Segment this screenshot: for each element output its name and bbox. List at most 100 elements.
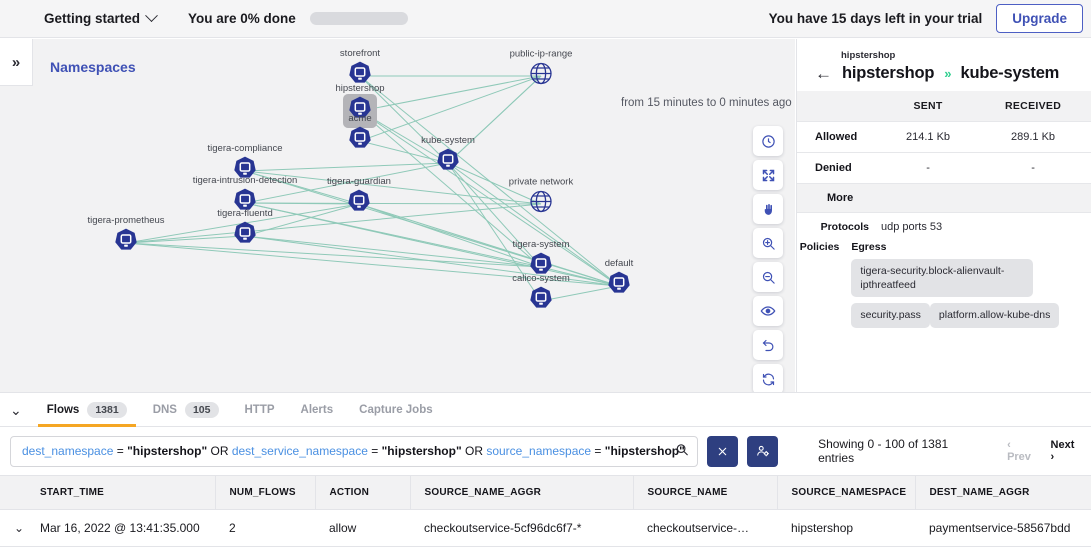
stats-col-sent: SENT — [881, 91, 976, 122]
protocols-label: Protocols — [820, 221, 869, 233]
flows-col-source_name_aggr[interactable]: SOURCE_NAME_AGGR — [410, 475, 634, 510]
query-token-op: OR — [207, 444, 232, 458]
onboarding-progress-bar — [309, 12, 408, 25]
policy-chip[interactable]: tigera-security.block-alienvault-ipthrea… — [851, 259, 1034, 298]
detail-header: hipstershop ← hipstershop » kube-system — [797, 39, 1091, 91]
query-token-op: = — [591, 444, 605, 458]
graph-node-label: public-ip-range — [509, 48, 573, 60]
graph-node-tigera-system[interactable]: tigera-system — [512, 239, 570, 282]
eye-icon[interactable] — [753, 296, 783, 326]
search-icon[interactable] — [675, 443, 689, 460]
more-section-header[interactable]: More — [797, 184, 1091, 213]
trial-status-text: You have 15 days left in your trial — [768, 11, 983, 26]
graph-node-tigera-prometheus[interactable]: tigera-prometheus — [87, 215, 165, 258]
sidebar-rail-background — [0, 86, 33, 392]
graph-node-label: storefront — [339, 48, 381, 59]
graph-title: Namespaces — [50, 59, 136, 75]
tab-alerts[interactable]: Alerts — [292, 393, 343, 427]
namespace-icon — [347, 189, 371, 218]
traffic-stats-table: SENT RECEIVED Allowed 214.1 Kb 289.1 Kb … — [797, 91, 1091, 184]
search-input[interactable]: dest_namespace = "hipstershop" OR dest_s… — [10, 435, 699, 467]
policies-row: Policies Egress tigera-security.block-al… — [797, 233, 1091, 334]
zoom-in-icon[interactable] — [753, 228, 783, 258]
getting-started-menu[interactable]: Getting started — [44, 9, 158, 26]
graph-node-label: hipstershop — [335, 83, 385, 94]
cell-num-flows: 2 — [215, 509, 315, 547]
graph-node-hipstershop[interactable]: hipstershop — [335, 83, 385, 128]
protocols-value: udp ports 53 — [881, 221, 943, 233]
policy-chip-list: tigera-security.block-alienvault-ipthrea… — [851, 259, 1081, 334]
graph-node-tigera-compliance[interactable]: tigera-compliance — [208, 143, 282, 186]
flow-detail-panel: hipstershop ← hipstershop » kube-system … — [796, 39, 1091, 392]
tab-capture-jobs[interactable]: Capture Jobs — [350, 393, 442, 427]
undo-icon[interactable] — [753, 330, 783, 360]
policies-direction-label: Egress — [851, 241, 887, 253]
graph-node-storefront[interactable]: storefront — [340, 48, 380, 91]
namespace-icon — [529, 252, 553, 281]
user-settings-button[interactable] — [747, 435, 779, 467]
graph-node-tigera-intrusion-detection[interactable]: tigera-intrusion-detection — [193, 175, 297, 218]
flows-col-action[interactable]: ACTION — [315, 475, 411, 510]
pagination: ‹ Prev Next › — [1007, 439, 1081, 463]
service-graph-panel[interactable]: Namespaces from 15 minutes to 0 minutes … — [33, 39, 795, 392]
query-token-field: dest_namespace — [22, 444, 114, 458]
flows-col-source_name[interactable]: SOURCE_NAME — [633, 475, 778, 510]
stats-header-row: SENT RECEIVED — [797, 91, 1091, 122]
graph-node-public-ip-range[interactable]: public-ip-range — [510, 49, 572, 91]
flows-col-num_flows[interactable]: NUM_FLOWS — [215, 475, 316, 510]
cell-source-name-aggr: checkoutservice-5cf96dc6f7-* — [410, 509, 633, 547]
cell-source-name: checkoutservice-… — [633, 509, 777, 547]
upgrade-button[interactable]: Upgrade — [996, 4, 1083, 33]
graph-node-tigera-fluentd[interactable]: tigera-fluentd — [217, 208, 273, 251]
query-token-lit: "hipstershop" — [127, 444, 208, 458]
sidebar-expand-button[interactable]: » — [0, 39, 33, 86]
flows-col-dest_name_aggr[interactable]: DEST_NAME_AGGR — [915, 475, 1091, 510]
clear-filter-button[interactable] — [707, 435, 739, 467]
zoom-out-icon[interactable] — [753, 262, 783, 292]
graph-node-kube-system[interactable]: kube-system — [421, 135, 475, 178]
globe-icon — [529, 62, 553, 90]
flows-col-start_time[interactable]: START_TIME — [26, 475, 216, 510]
graph-node-acme[interactable]: acme — [348, 113, 372, 156]
back-arrow-icon[interactable]: ← — [815, 64, 832, 83]
next-page-button[interactable]: Next › — [1050, 439, 1075, 463]
query-token-op: = — [367, 444, 382, 458]
flows-col-source_namespace[interactable]: SOURCE_NAMESPACE — [777, 475, 916, 510]
graph-edges — [125, 75, 620, 302]
cell-action: allow — [315, 509, 410, 547]
graph-node-label: private network — [508, 176, 574, 188]
policy-chip[interactable]: security.pass — [851, 303, 930, 328]
results-count-label: Showing 0 - 100 of 1381 entries — [818, 437, 949, 465]
graph-node-label: tigera-prometheus — [87, 215, 165, 226]
clock-icon[interactable] — [753, 126, 783, 156]
graph-node-label: tigera-system — [512, 239, 570, 250]
stats-allowed-received: 289.1 Kb — [1011, 131, 1056, 143]
query-token-field: dest_service_namespace — [231, 444, 368, 458]
graph-node-tigera-guardian[interactable]: tigera-guardian — [327, 176, 391, 219]
cell-start-time: Mar 16, 2022 @ 13:41:35.000 — [26, 509, 215, 547]
collapse-panel-icon[interactable]: ⌄ — [10, 401, 22, 418]
graph-node-label: tigera-guardian — [327, 176, 391, 187]
expand-icon[interactable] — [753, 160, 783, 190]
top-bar: Getting started You are 0% done You have… — [0, 0, 1091, 38]
hand-icon[interactable] — [753, 194, 783, 224]
refresh-icon[interactable] — [753, 364, 783, 392]
namespace-icon — [114, 228, 138, 257]
prev-page-button[interactable]: ‹ Prev — [1007, 439, 1031, 463]
detail-source-label: hipstershop — [842, 64, 935, 82]
graph-node-private-network[interactable]: private network — [509, 177, 573, 219]
query-token-op: OR — [461, 444, 487, 458]
tab-count-badge: 105 — [184, 401, 219, 418]
graph-node-label: acme — [348, 113, 372, 124]
flow-direction-icon: » — [944, 66, 951, 81]
cell-dest-name-aggr: paymentservice-58567bdd — [915, 509, 1091, 547]
namespace-icon — [233, 156, 257, 185]
tab-http[interactable]: HTTP — [236, 393, 284, 427]
policy-chip[interactable]: platform.allow-kube-dns — [929, 303, 1060, 328]
row-expander[interactable]: ⌄ — [0, 509, 26, 547]
graph-node-calico-system[interactable]: calico-system — [512, 273, 570, 316]
graph-node-default[interactable]: default — [605, 258, 633, 301]
